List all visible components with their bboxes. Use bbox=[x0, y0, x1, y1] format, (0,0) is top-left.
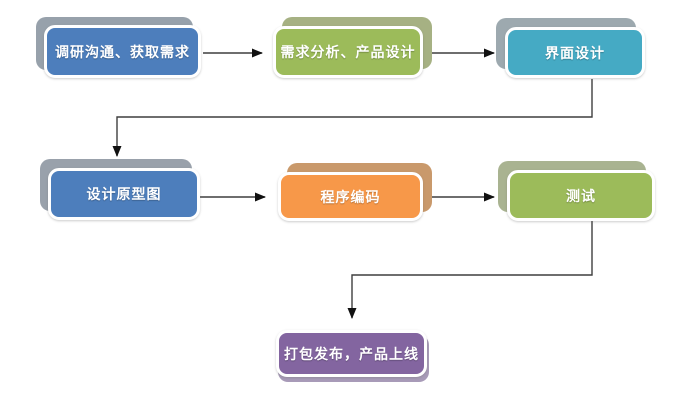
node-prototype-label: 设计原型图 bbox=[86, 187, 162, 203]
node-coding-card: 程序编码 bbox=[278, 172, 423, 221]
node-release-card: 打包发布，产品上线 bbox=[276, 330, 427, 377]
node-research-card: 调研沟通、获取需求 bbox=[44, 25, 201, 78]
node-testing-card: 测试 bbox=[507, 170, 655, 221]
node-analysis-card: 需求分析、产品设计 bbox=[273, 26, 423, 78]
connector-uidesign-to-prototype bbox=[112, 79, 593, 157]
node-coding-label: 程序编码 bbox=[320, 189, 381, 206]
node-testing: 测试 bbox=[498, 161, 655, 221]
node-release: 打包发布，产品上线 bbox=[276, 330, 429, 382]
node-testing-label: 测试 bbox=[566, 188, 596, 205]
node-research: 调研沟通、获取需求 bbox=[36, 17, 201, 78]
node-ui-design-label: 界面设计 bbox=[545, 45, 605, 62]
connector-testing-to-release bbox=[347, 221, 593, 319]
node-analysis: 需求分析、产品设计 bbox=[273, 17, 432, 78]
node-ui-design-card: 界面设计 bbox=[505, 27, 645, 78]
node-coding: 程序编码 bbox=[278, 163, 432, 221]
node-ui-design: 界面设计 bbox=[496, 18, 645, 78]
node-prototype: 设计原型图 bbox=[40, 159, 200, 220]
node-research-label: 调研沟通、获取需求 bbox=[55, 44, 190, 61]
node-prototype-card: 设计原型图 bbox=[48, 168, 200, 220]
node-release-label: 打包发布，产品上线 bbox=[284, 346, 419, 363]
node-analysis-label: 需求分析、产品设计 bbox=[280, 45, 416, 61]
